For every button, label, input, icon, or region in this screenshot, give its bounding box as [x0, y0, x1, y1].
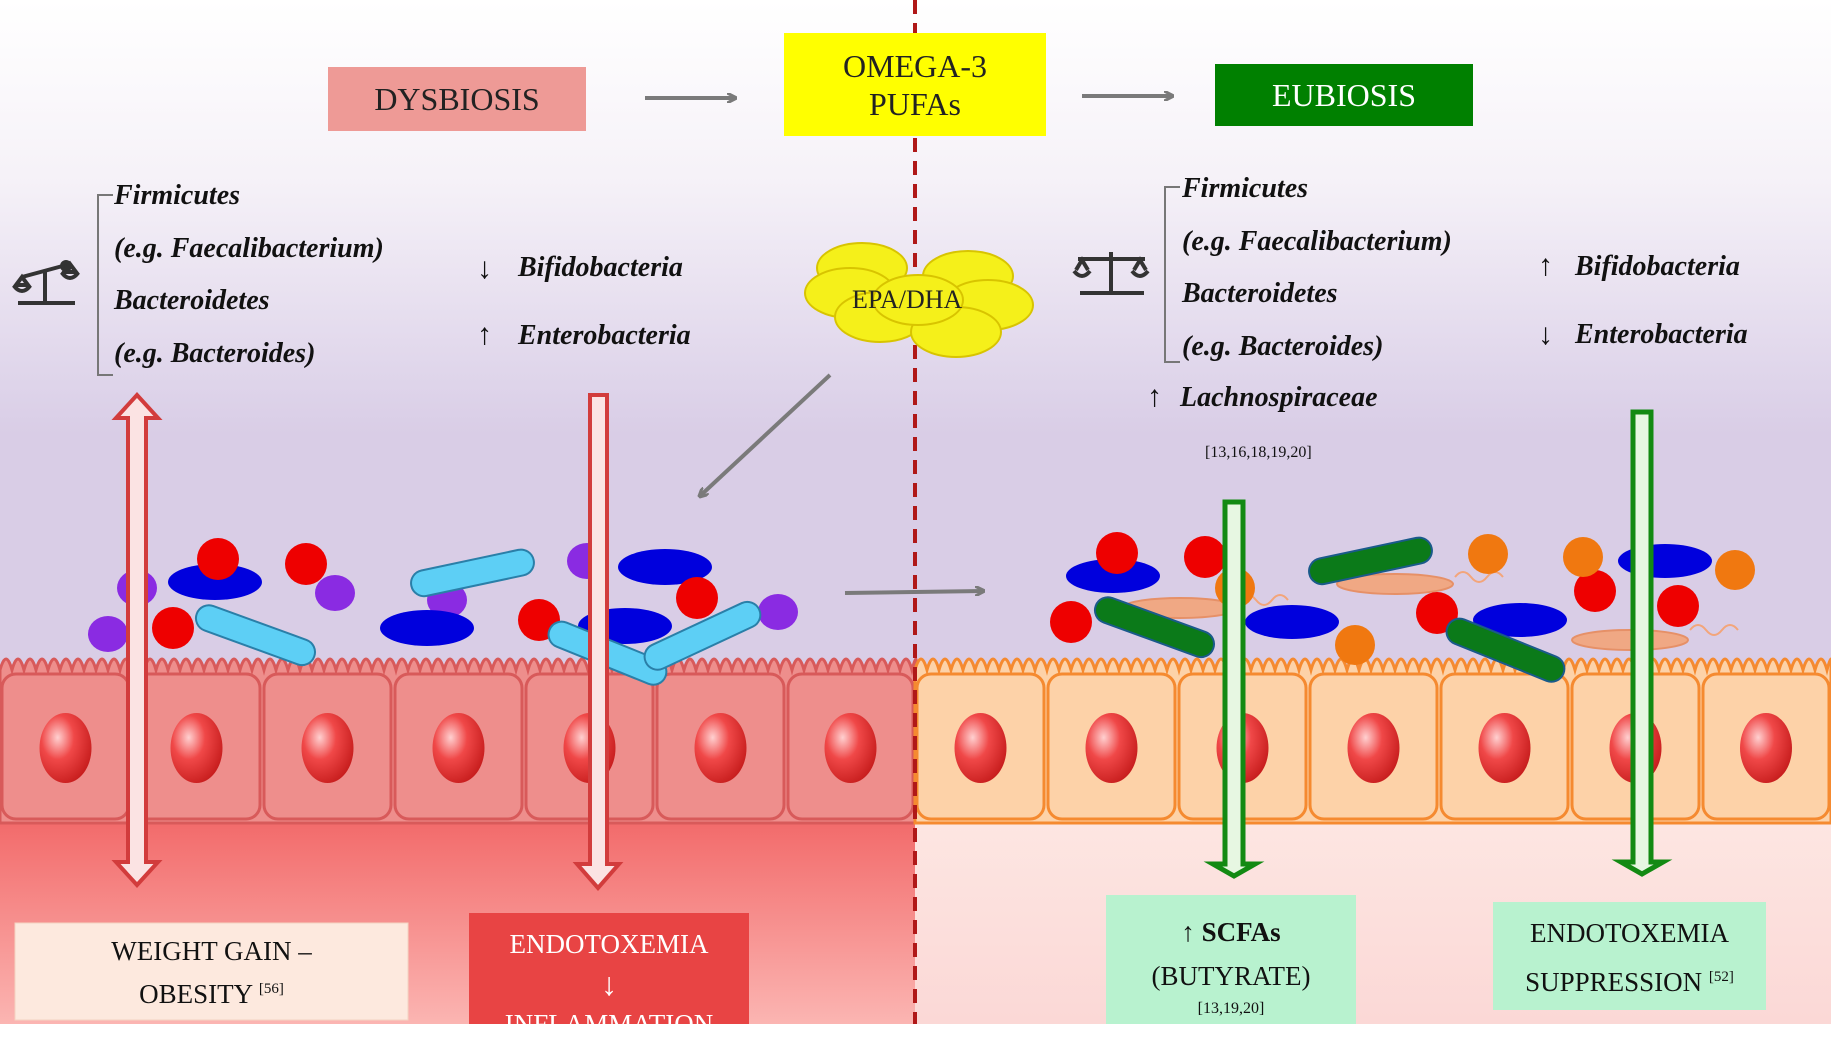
double-arrow-weight-gain: [111, 392, 163, 888]
right-bifido-arrow: ↑: [1538, 249, 1553, 282]
endotoxemia-right-text: ENDOTOXEMIA SUPPRESSION [52]: [1493, 915, 1766, 999]
endotoxemia-left-text: ENDOTOXEMIA ↓ INFLAMMATION: [469, 924, 749, 1039]
right-taxon-firmicutes: Firmicutes: [1182, 173, 1309, 204]
scfa-line1: SCFAs: [1201, 917, 1281, 947]
left-taxon-bacteroides: (e.g. Bacteroides): [114, 338, 316, 369]
right-taxon-bacteroides: (e.g. Bacteroides): [1182, 331, 1384, 362]
right-microbiota: [1050, 532, 1755, 683]
scfa-line1-wrap: ↑ SCFAs: [1181, 910, 1280, 954]
omega-box: OMEGA-3 PUFAs: [784, 33, 1046, 136]
scfa-refs: [13,19,20]: [1197, 1000, 1265, 1017]
left-bifido-label: Bifidobacteria: [518, 252, 683, 283]
endo-right-line2: SUPPRESSION: [1525, 966, 1703, 997]
right-epithelium-nucleus: [1740, 713, 1792, 783]
balance-scale-icon-left: [12, 260, 80, 305]
left-taxon-firmicutes: Firmicutes: [114, 180, 241, 211]
weight-box: [14, 922, 409, 1021]
endo-left-line1: ENDOTOXEMIA: [509, 929, 709, 959]
omega-label-line1: OMEGA-3: [843, 47, 987, 84]
epa-dha-label: EPA/DHA: [852, 285, 963, 314]
arrow-down-endotoxemia-left: [572, 393, 624, 892]
arrow-epa-to-microbiota: [700, 373, 832, 496]
scfa-text: ↑ SCFAs (BUTYRATE) [13,19,20]: [1106, 910, 1356, 1024]
endo-right-line1: ENDOTOXEMIA: [1530, 917, 1729, 948]
left-microbiota: [88, 538, 798, 686]
epa-dha-droplets: [804, 242, 1034, 358]
scfa-box: [1106, 895, 1356, 1024]
weight-line2-wrap: OBESITY [56]: [139, 970, 284, 1013]
right-entero-arrow: ↓: [1538, 318, 1553, 351]
right-taxon-bacteroidetes: Bacteroidetes: [1182, 278, 1338, 309]
right-taxon-faecalibacterium: (e.g. Faecalibacterium): [1182, 226, 1452, 257]
dysbiosis-box: DYSBIOSIS: [328, 67, 586, 131]
right-epithelium-nucleus: [1478, 713, 1531, 783]
endotoxemia-left-box: [469, 913, 749, 1024]
weight-ref: [56]: [258, 980, 284, 997]
weight-line1: WEIGHT GAIN –: [111, 935, 312, 966]
arrow-dysbiosis-to-eubiosis-microbiota: [844, 591, 983, 593]
omega-label-line2: PUFAs: [869, 85, 961, 122]
left-bifido-arrow: ↓: [477, 252, 492, 285]
endo-right-ref: [52]: [1708, 968, 1734, 985]
left-entero-arrow: ↑: [477, 318, 492, 351]
bracket-left: [97, 194, 113, 376]
left-epithelium-nucleus: [301, 713, 354, 783]
scfa-line2: (BUTYRATE): [1151, 961, 1311, 991]
endo-right-line2-wrap: SUPPRESSION [52]: [1525, 955, 1734, 1004]
left-taxon-bacteroidetes: Bacteroidetes: [114, 285, 270, 316]
endo-left-line3: INFLAMMATION: [504, 1009, 714, 1039]
epithelium-right: [913, 657, 1831, 825]
right-bifido-label: Bifidobacteria: [1575, 251, 1740, 282]
right-lachno-label: Lachnospiraceae: [1180, 382, 1378, 413]
dysbiosis-label: DYSBIOSIS: [374, 81, 540, 117]
eubiosis-label: EUBIOSIS: [1271, 77, 1416, 113]
left-epithelium-nucleus: [170, 713, 223, 783]
left-epithelium-nucleus: [39, 713, 92, 783]
left-taxon-faecalibacterium: (e.g. Faecalibacterium): [114, 233, 384, 264]
eubiosis-box: EUBIOSIS: [1215, 64, 1473, 126]
weight-gain-text: WEIGHT GAIN – OBESITY [56]: [15, 932, 408, 1012]
right-epithelium-nucleus: [1085, 713, 1138, 783]
endo-left-arrow: ↓: [601, 966, 617, 1002]
left-entero-label: Enterobacteria: [518, 320, 691, 351]
bracket-right: [1164, 186, 1180, 363]
left-epithelium-nucleus: [432, 713, 485, 783]
scfa-arrow: ↑: [1181, 917, 1195, 947]
left-epithelium-nucleus: [824, 713, 877, 783]
balance-scale-icon-right: [1072, 252, 1150, 295]
right-epithelium-nucleus: [1347, 713, 1400, 783]
arrow-down-endotoxemia-suppression: [1611, 409, 1673, 877]
right-epithelium-nucleus: [954, 713, 1007, 783]
right-lachno-refs: [13,16,18,19,20]: [1205, 444, 1312, 461]
left-epithelium-nucleus: [694, 713, 747, 783]
arrow-down-scfas: [1203, 499, 1265, 879]
right-entero-label: Enterobacteria: [1575, 319, 1748, 350]
endotoxemia-right-box: [1493, 902, 1766, 1010]
weight-line2: OBESITY: [139, 978, 253, 1009]
right-lachno-arrow: ↑: [1147, 380, 1162, 413]
